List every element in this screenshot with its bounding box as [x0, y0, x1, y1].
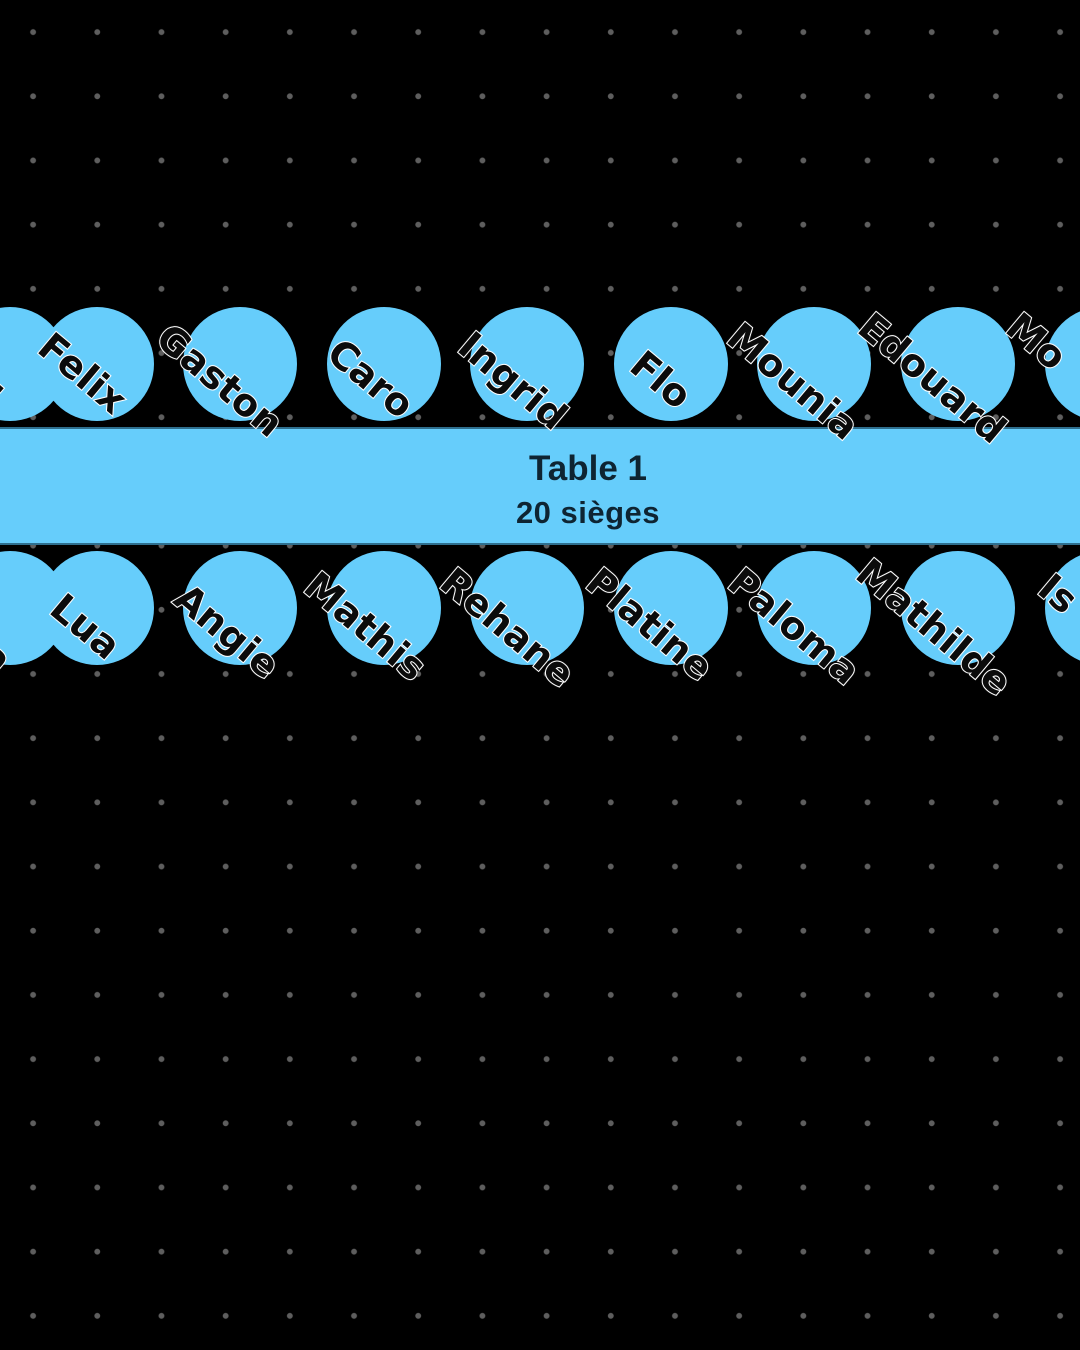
table-name: Table 1	[528, 449, 647, 488]
seat-flo[interactable]	[614, 307, 728, 421]
seat-rehane[interactable]	[470, 551, 584, 665]
table-1[interactable]: Table 1 20 sièges	[0, 427, 1080, 545]
seat-angie[interactable]	[183, 551, 297, 665]
seat-lua[interactable]	[40, 551, 154, 665]
seat-caro[interactable]	[327, 307, 441, 421]
seat-mathilde[interactable]	[901, 551, 1015, 665]
seat-edouard[interactable]	[901, 307, 1015, 421]
seat-platine[interactable]	[614, 551, 728, 665]
seat-gaston[interactable]	[183, 307, 297, 421]
seat-mathis[interactable]	[327, 551, 441, 665]
seat-felix[interactable]	[40, 307, 154, 421]
seat-paloma[interactable]	[757, 551, 871, 665]
seat-ingrid[interactable]	[470, 307, 584, 421]
table-seat-count: 20 sièges	[515, 495, 661, 530]
seat-mounia[interactable]	[757, 307, 871, 421]
